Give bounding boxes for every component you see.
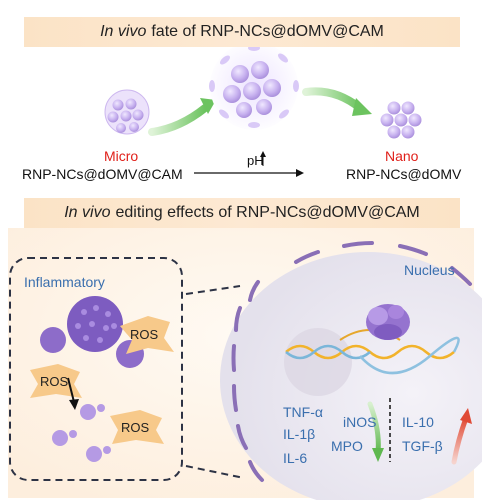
ros-star-2 [30,364,82,398]
nano-particle [380,101,422,139]
degraded-particles [52,404,111,462]
enzyme-inos: iNOS [343,414,377,430]
nano-name: RNP-NCs@dOMV [346,166,462,182]
cytokine-il1b: IL-1β [283,426,316,442]
ros-label-2: ROS [40,374,69,389]
large-particle [67,296,123,352]
cytokine-il10: IL-10 [402,414,434,430]
inflammatory-label: Inflammatory [24,274,105,290]
cell [220,241,482,500]
small-particle-1 [40,327,66,353]
editing-banner: In vivo editing effects of RNP-NCs@dOMV@… [24,198,460,228]
ph-label: pH [247,153,264,168]
rnp-complex [366,304,410,340]
micro-tag: Micro [104,148,139,164]
increase-arrow [451,415,469,465]
cytokine-tnf: TNF-α [283,404,323,420]
nucleus-label: Nucleus [404,262,455,278]
enzyme-mpo: MPO [331,438,363,454]
transition-arrow-1 [148,104,209,136]
ros-star-3 [110,410,164,444]
cytokine-il6: IL-6 [283,450,308,466]
ros-label-3: ROS [121,420,150,435]
ros-label-1: ROS [130,327,159,342]
fate-banner-text: fate of RNP-NCs@dOMV@CAM [151,23,384,40]
editing-banner-italic: In vivo [64,204,111,221]
nano-tag: Nano [385,148,419,164]
dissociating-particle [209,42,299,130]
inflammatory-box [9,257,183,481]
fate-banner-italic: In vivo [100,23,147,40]
editing-banner-text: editing effects of RNP-NCs@dOMV@CAM [115,204,420,221]
transition-arrow-2 [302,87,364,112]
cytokine-tgfb: TGF-β [402,438,443,454]
micro-name: RNP-NCs@dOMV@CAM [22,166,183,182]
dna-strand-blue [285,344,371,360]
micro-particle [104,89,150,135]
fate-banner: In vivo fate of RNP-NCs@dOMV@CAM [24,17,460,47]
ros-star-1 [120,316,174,354]
